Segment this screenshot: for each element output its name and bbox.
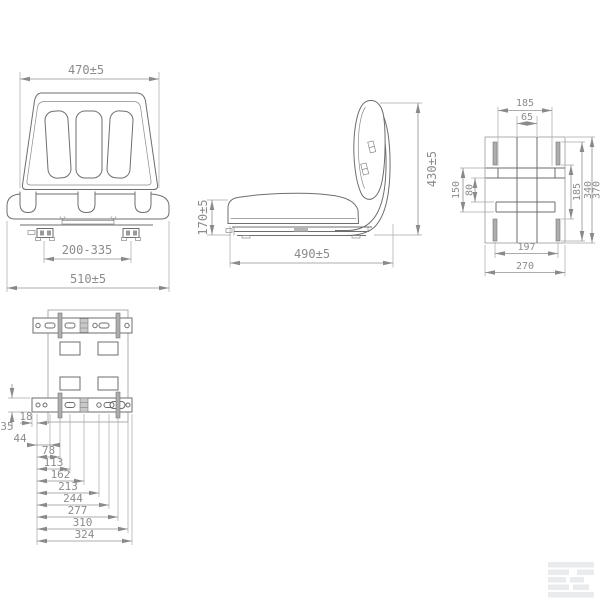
dim-base-slot-gap: 185	[561, 164, 583, 220]
dim-label-chain-162: 162	[51, 468, 71, 481]
dim-rail-hole-chain: 44 78 113 162 213 244 277 310 324	[13, 414, 133, 545]
dim-base-flange-height: 150	[451, 167, 494, 213]
dim-label-chain-244: 244	[63, 492, 83, 505]
mount-plate	[484, 136, 566, 244]
dim-label-side-overall-depth: 490±5	[294, 247, 330, 261]
dim-rail-height: 35	[0, 384, 30, 433]
dim-label-base-overall-width: 270	[516, 261, 534, 272]
bottom-mount-view: 185 65 150 80 185	[451, 98, 600, 277]
upper-rail	[32, 312, 133, 339]
backrest-side	[353, 99, 386, 200]
dim-base-neck-width: 65	[516, 112, 538, 136]
dim-label-rail-height: 35	[0, 420, 13, 433]
dim-label-base-inner-height: 80	[465, 184, 476, 196]
dim-label-base-slot-span: 340	[583, 181, 594, 199]
dim-label-base-overall-height: 370	[592, 181, 600, 199]
adjuster-tag-upper	[367, 140, 377, 154]
dim-label-chain-324: 324	[75, 528, 95, 541]
rail-plate	[47, 309, 129, 423]
dim-label-chain-277: 277	[68, 504, 88, 517]
dim-side-overall-height: 430±5	[374, 102, 439, 236]
dim-side-cushion-height: 170±5	[196, 199, 231, 236]
backrest-front	[21, 92, 159, 190]
cushion-front	[6, 191, 170, 220]
dim-label-base-slot-gap: 185	[572, 183, 583, 201]
dim-front-slide-range: 200-335	[43, 241, 132, 263]
dim-label-chain-310: 310	[73, 516, 93, 529]
dim-base-slot-span: 340	[561, 141, 594, 242]
mounting-rail-front	[20, 216, 153, 241]
dim-rail-end-offset: 18	[19, 410, 49, 427]
dim-label-side-cushion-height: 170±5	[196, 199, 210, 235]
kramp-k-logo-icon	[548, 562, 594, 598]
dim-base-overall-height: 370	[566, 136, 600, 244]
dim-label-front-overall-width: 510±5	[70, 272, 106, 286]
dim-base-overall-width: 270	[484, 245, 566, 277]
dim-label-front-slide-range: 200-335	[62, 243, 113, 257]
front-view: 470±5	[6, 63, 170, 292]
adjuster-tag-lower	[360, 162, 370, 176]
dim-label-side-overall-height: 430±5	[425, 151, 439, 187]
lower-rail	[31, 391, 133, 419]
dim-base-inner-height: 80	[465, 177, 494, 203]
dim-label-base-slot-pitch-bottom: 197	[517, 242, 535, 253]
dim-label-chain-44: 44	[13, 432, 27, 445]
dim-label-rail-end-offset: 18	[19, 410, 32, 423]
dim-label-front-top-width: 470±5	[68, 63, 104, 77]
dim-front-overall-width: 510±5	[6, 221, 170, 292]
cushion-side	[227, 192, 360, 224]
side-view: 170±5 430±5 490±5	[196, 99, 439, 268]
dim-base-slot-pitch-top: 185	[497, 98, 553, 166]
dim-label-chain-113: 113	[44, 456, 64, 469]
dim-side-overall-depth: 490±5	[229, 224, 394, 268]
dim-label-base-neck-width: 65	[521, 112, 533, 123]
dim-label-chain-78: 78	[42, 444, 55, 457]
dim-label-base-slot-pitch-top: 185	[516, 98, 534, 109]
dim-label-base-flange-height: 150	[451, 181, 462, 199]
base-rails-side	[225, 226, 372, 239]
dim-label-chain-213: 213	[58, 480, 78, 493]
dim-front-top-width: 470±5	[19, 63, 160, 188]
rail-assembly-view: 35 18 44 78	[0, 309, 133, 545]
dim-base-slot-pitch-bottom: 197	[494, 242, 559, 258]
